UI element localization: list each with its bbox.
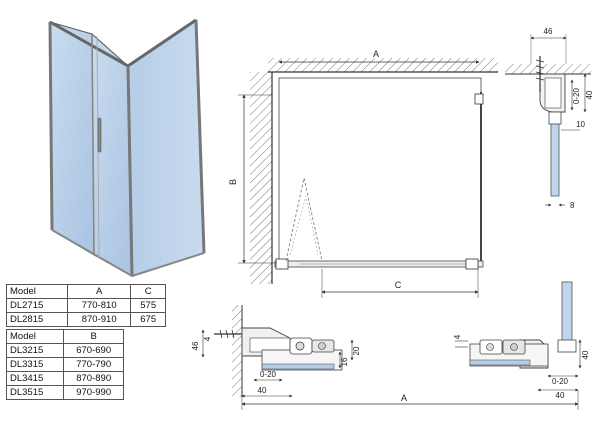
- table-row: DL2715 770-810 575: [6, 298, 166, 313]
- table-header-cell: Model: [5, 329, 65, 344]
- table-row: DL2815 870-910 675: [6, 312, 166, 327]
- right-width-label: 40: [556, 391, 565, 400]
- bottom-46-label: 46: [191, 341, 200, 350]
- table-cell: 770-790: [63, 357, 124, 372]
- table-cell: 575: [130, 298, 166, 313]
- right-adjust-label: 0-20: [552, 377, 569, 386]
- table-cell: DL2715: [6, 298, 68, 313]
- plan-view: A B C: [228, 49, 498, 298]
- right-height-label: 40: [581, 350, 590, 359]
- table-header-cell: A: [66, 284, 132, 299]
- bottom-4-label: 4: [203, 336, 212, 341]
- side-8-label: 8: [570, 201, 575, 210]
- table-cell: 870-890: [63, 371, 124, 386]
- table-header-row: Model A C: [6, 284, 166, 299]
- table-cell: 870-910: [66, 312, 132, 327]
- bottom-adjust-label: 0-20: [260, 370, 277, 379]
- table-cell: DL2815: [6, 312, 68, 327]
- table-cell: 670-690: [63, 343, 124, 358]
- table-row: DL3415 870-890: [5, 371, 124, 386]
- bottom-16-label: 16: [340, 357, 349, 366]
- side-adjust-label: 0-20: [572, 87, 581, 104]
- bottom-profile-detail-right: 4 40 0-20 40: [453, 281, 590, 400]
- table-cell: 675: [130, 312, 166, 327]
- table-cell: 970-990: [63, 385, 124, 400]
- fixed-glass-panel: [49, 21, 95, 256]
- model-table-a-c: Model A C DL2715 770-810 575 DL2815 870-…: [6, 284, 166, 327]
- bottom-40-label: 40: [258, 386, 267, 395]
- table-row: DL3515 970-990: [5, 385, 124, 400]
- table-header-row: Model B: [5, 329, 124, 344]
- model-table-b: Model B DL3215 670-690 DL3315 770-790 DL…: [5, 329, 124, 400]
- table-cell: DL3515: [5, 385, 65, 400]
- table-cell: DL3315: [5, 357, 65, 372]
- bottom-overall-label: A: [401, 393, 407, 403]
- wall-profile-detail: 46 40 0-20 10 8: [505, 27, 594, 210]
- table-header-cell: Model: [6, 284, 68, 299]
- table-row: DL3315 770-790: [5, 357, 124, 372]
- table-cell: 770-810: [66, 298, 132, 313]
- bottom-profile-detail-left: 46 4 16 20 0-20 40 A: [191, 305, 579, 410]
- table-header-cell: C: [130, 284, 166, 299]
- side-height-label: 40: [585, 90, 594, 99]
- door-handle: [97, 117, 102, 153]
- plan-door-label: C: [395, 280, 402, 290]
- plan-width-label: A: [373, 49, 379, 59]
- enclosure-3d-view: [48, 18, 206, 277]
- right-4-label: 4: [453, 334, 462, 339]
- table-header-cell: B: [63, 329, 124, 344]
- table-cell: DL3415: [5, 371, 65, 386]
- table-row: DL3215 670-690: [5, 343, 124, 358]
- table-cell: DL3215: [5, 343, 65, 358]
- bottom-20-label: 20: [352, 346, 361, 355]
- side-width-label: 46: [544, 27, 553, 36]
- side-10-label: 10: [576, 120, 585, 129]
- plan-depth-label: B: [228, 179, 238, 185]
